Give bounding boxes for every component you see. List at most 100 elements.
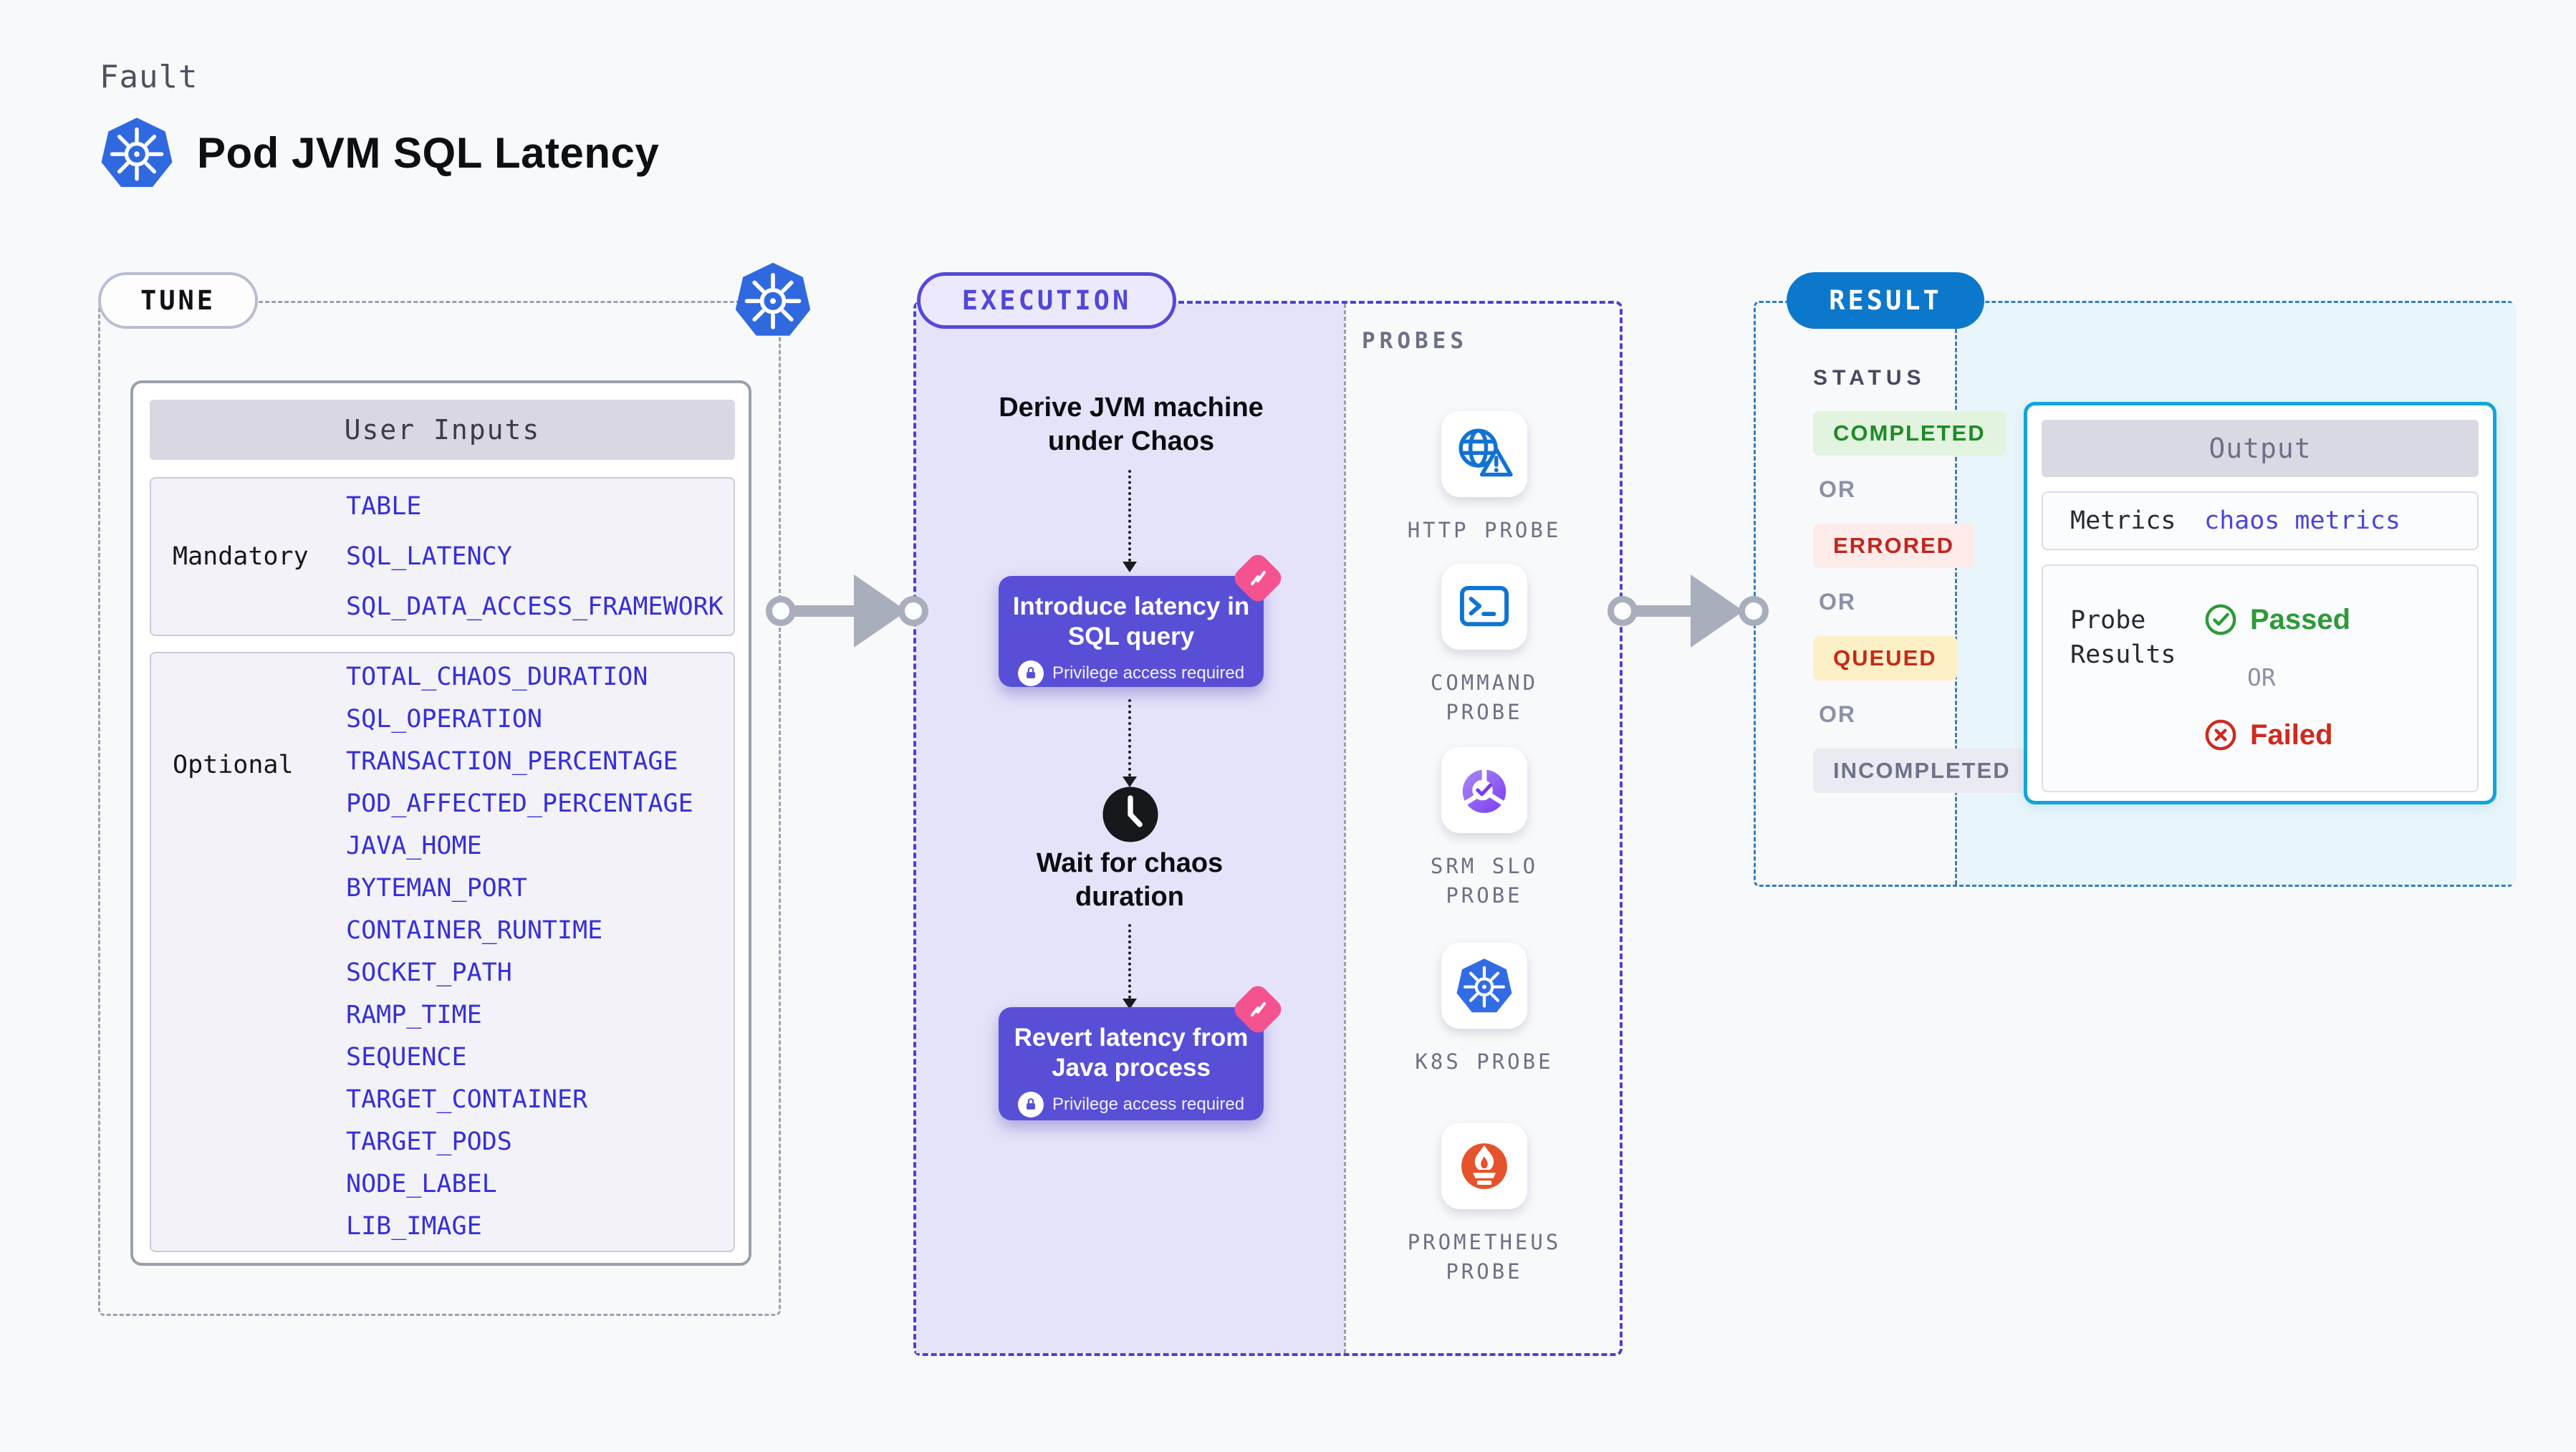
input-link[interactable]: SQL_OPERATION bbox=[346, 705, 542, 734]
probe-results-values: Passed OR Failed bbox=[2204, 566, 2350, 791]
connector-port bbox=[1739, 596, 1769, 626]
result-badge: RESULT bbox=[1787, 272, 1984, 329]
probe-card bbox=[1441, 411, 1527, 497]
probe-item-prometheus: PROMETHEUS PROBE bbox=[1346, 1123, 1623, 1287]
kubernetes-icon bbox=[98, 113, 176, 192]
passed-line: Passed bbox=[2204, 603, 2350, 636]
user-inputs-title: User Inputs bbox=[150, 400, 735, 460]
probe-label: SRM SLO PROBE bbox=[1430, 854, 1539, 908]
introduce-latency-step: Introduce latency in SQL query Privilege… bbox=[999, 576, 1264, 687]
dotted-arrowhead bbox=[1123, 562, 1137, 572]
mandatory-inputs-row: Mandatory TABLE SQL_LATENCY SQL_DATA_ACCES… bbox=[150, 477, 735, 636]
flow-arrow bbox=[1628, 605, 1694, 617]
optional-label: Optional bbox=[173, 751, 294, 779]
connector-port bbox=[898, 596, 928, 626]
privilege-text: Privilege access required bbox=[1052, 663, 1245, 683]
derive-step-text: Derive JVM machine under Chaos bbox=[999, 393, 1264, 456]
input-link[interactable]: SEQUENCE bbox=[346, 1043, 467, 1072]
privilege-note: Privilege access required bbox=[999, 660, 1264, 701]
probes-heading: PROBES bbox=[1362, 328, 1468, 354]
status-badge-incompleted: INCOMPLETED bbox=[1813, 749, 2031, 793]
tune-section bbox=[98, 301, 781, 1316]
probe-item-command: COMMAND PROBE bbox=[1346, 564, 1623, 727]
check-circle-icon bbox=[2204, 603, 2237, 636]
input-link[interactable]: TOTAL_CHAOS_DURATION bbox=[346, 663, 648, 691]
optional-inputs-row: Optional TOTAL_CHAOS_DURATION SQL_OPERATI… bbox=[150, 652, 735, 1252]
probe-label: K8S PROBE bbox=[1415, 1049, 1554, 1074]
kubernetes-icon bbox=[732, 258, 814, 341]
slo-pie-check-icon bbox=[1454, 760, 1514, 820]
dotted-arrowhead bbox=[1123, 999, 1137, 1009]
status-badge-queued: QUEUED bbox=[1813, 636, 1957, 681]
or-label: OR bbox=[1819, 476, 1856, 502]
connector-port bbox=[766, 596, 796, 626]
failed-line: Failed bbox=[2204, 718, 2333, 751]
input-link[interactable]: POD_AFFECTED_PERCENTAGE bbox=[346, 789, 693, 818]
failed-label: Failed bbox=[2250, 718, 2333, 751]
or-label: OR bbox=[1819, 589, 1856, 615]
dotted-connector bbox=[1128, 470, 1131, 562]
globe-alert-icon bbox=[1454, 424, 1514, 484]
dotted-connector bbox=[1128, 924, 1131, 999]
privilege-note: Privilege access required bbox=[999, 1092, 1264, 1132]
probe-label: PROMETHEUS PROBE bbox=[1407, 1230, 1562, 1284]
wait-step-text: Wait for chaos duration bbox=[1036, 848, 1224, 912]
or-label: OR bbox=[2247, 663, 2276, 691]
passed-label: Passed bbox=[2250, 603, 2351, 635]
output-card: Output Metrics chaos metrics Probe Resul… bbox=[2024, 402, 2496, 804]
user-inputs-card: User Inputs Mandatory TABLE SQL_LATENCY SQ… bbox=[130, 380, 751, 1266]
metrics-value: chaos metrics bbox=[2204, 506, 2400, 535]
probe-item-srm-slo: SRM SLO PROBE bbox=[1346, 747, 1623, 910]
fault-eyebrow: Fault bbox=[100, 59, 198, 95]
wait-clock-icon bbox=[1101, 785, 1160, 844]
input-link[interactable]: NODE_LABEL bbox=[346, 1170, 497, 1198]
probe-label: COMMAND PROBE bbox=[1430, 670, 1539, 724]
output-title: Output bbox=[2042, 420, 2479, 477]
probe-results-label: Probe Results bbox=[2070, 606, 2176, 669]
input-link[interactable]: TRANSACTION_PERCENTAGE bbox=[346, 747, 678, 776]
input-link[interactable]: TARGET_PODS bbox=[346, 1128, 512, 1156]
status-heading: STATUS bbox=[1813, 366, 1926, 390]
privilege-text: Privilege access required bbox=[1052, 1095, 1245, 1114]
probe-item-http: HTTP PROBE bbox=[1346, 411, 1623, 545]
probe-card bbox=[1441, 747, 1527, 833]
zigzag-icon bbox=[1244, 995, 1272, 1024]
result-section: STATUS COMPLETED OR ERRORED OR QUEUED OR… bbox=[1754, 301, 2517, 887]
probe-card bbox=[1441, 564, 1527, 650]
page-title: Pod JVM SQL Latency bbox=[197, 128, 660, 177]
zigzag-icon bbox=[1244, 564, 1272, 592]
tune-badge: TUNE bbox=[98, 272, 258, 329]
input-link[interactable]: SQL_LATENCY bbox=[346, 542, 512, 571]
probe-card bbox=[1441, 1123, 1527, 1209]
input-link[interactable]: CONTAINER_RUNTIME bbox=[346, 916, 603, 945]
page-header: Pod JVM SQL Latency bbox=[98, 113, 659, 192]
input-link[interactable]: TABLE bbox=[346, 492, 422, 521]
connector-port bbox=[1607, 596, 1638, 626]
input-link[interactable]: SQL_DATA_ACCESS_FRAMEWORK bbox=[346, 592, 724, 621]
mandatory-label: Mandatory bbox=[173, 542, 309, 571]
execution-badge: EXECUTION bbox=[917, 272, 1176, 329]
probe-results-row: Probe Results Passed OR Failed bbox=[2042, 564, 2479, 792]
step-title: Introduce latency in SQL query bbox=[1012, 592, 1250, 650]
flow-arrow bbox=[787, 605, 858, 617]
input-link[interactable]: SOCKET_PATH bbox=[346, 958, 512, 987]
flow-arrowhead bbox=[1691, 574, 1744, 648]
input-link[interactable]: BYTEMAN_PORT bbox=[346, 874, 527, 903]
flow-arrowhead bbox=[854, 574, 907, 648]
probes-section: PROBES HTTP PROBE COMMAND PROBE SRM SLO … bbox=[1344, 304, 1623, 1353]
input-link[interactable]: TARGET_CONTAINER bbox=[346, 1085, 588, 1114]
lock-icon bbox=[1017, 1092, 1044, 1117]
kubernetes-icon bbox=[1454, 956, 1514, 1016]
metrics-label: Metrics bbox=[2070, 506, 2176, 535]
revert-latency-step: Revert latency from Java process Privile… bbox=[999, 1007, 1264, 1120]
optional-input-list: TOTAL_CHAOS_DURATION SQL_OPERATION TRANSAC… bbox=[346, 653, 734, 1251]
probe-item-k8s: K8S PROBE bbox=[1346, 943, 1623, 1077]
input-link[interactable]: JAVA_HOME bbox=[346, 832, 482, 860]
status-badge-errored: ERRORED bbox=[1813, 524, 1975, 568]
lock-icon bbox=[1017, 660, 1044, 686]
input-link[interactable]: LIB_IMAGE bbox=[346, 1212, 482, 1241]
dotted-connector bbox=[1128, 699, 1131, 777]
status-column: STATUS COMPLETED OR ERRORED OR QUEUED OR… bbox=[1813, 366, 2031, 793]
status-badge-completed: COMPLETED bbox=[1813, 411, 2006, 456]
input-link[interactable]: RAMP_TIME bbox=[346, 1001, 482, 1029]
